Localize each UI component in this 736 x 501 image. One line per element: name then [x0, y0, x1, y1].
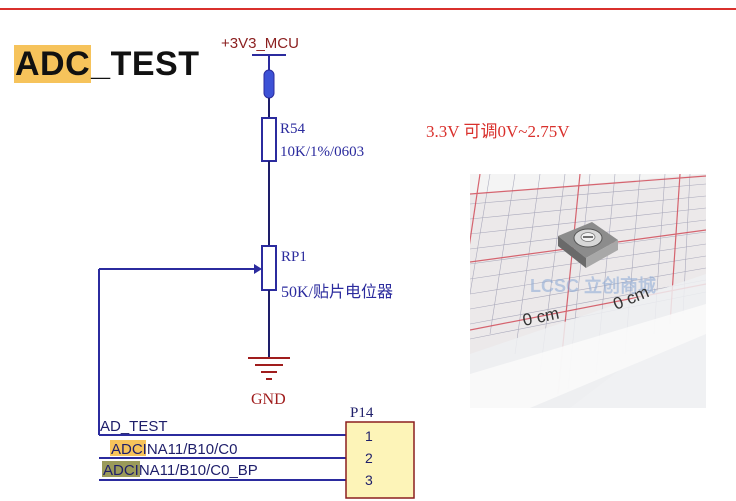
net3-highlight-text: ADC	[103, 462, 135, 479]
r54-value: 10K/1%/0603	[280, 144, 364, 160]
ferrite-bead	[263, 69, 275, 99]
gnd-label: GND	[251, 391, 286, 408]
top-rule	[0, 8, 736, 10]
net3-text: INA11/B10/C0_BP	[135, 462, 258, 479]
paper-edge	[470, 304, 706, 408]
r54-ref: R54	[280, 121, 306, 137]
r54-body	[261, 117, 277, 162]
rp1-body	[261, 245, 277, 291]
connector-ref: P14	[350, 405, 374, 421]
connector-pin-2: 2	[365, 450, 373, 466]
net2-highlight-text: ADC	[111, 441, 143, 458]
net2-highlight	[110, 440, 146, 456]
wiper-arrow	[254, 264, 262, 274]
rp1-value: 50K/贴片电位器	[281, 283, 393, 301]
page-title: ADC_TEST	[14, 44, 199, 84]
photo-illustration: LCSC 立创商城 0 cm 0 cm	[470, 174, 706, 408]
title-rest: _TEST	[91, 45, 200, 83]
rp1-ref: RP1	[281, 249, 307, 265]
connector-pin-1: 1	[365, 428, 373, 444]
connector-body	[345, 421, 415, 499]
watermark: LCSC 立创商城	[530, 275, 656, 296]
net3-label: ADCINA11/B10/C0_BP	[103, 462, 258, 479]
net-ad-test: AD_TEST	[100, 418, 168, 435]
title-highlight: ADC	[14, 45, 92, 83]
trimmer-potentiometer	[558, 222, 618, 268]
connector-pin-3: 3	[365, 472, 373, 488]
power-label: +3V3_MCU	[221, 35, 299, 52]
net2-label: ADCINA11/B10/C0	[111, 441, 237, 458]
net3-highlight	[102, 461, 140, 477]
net2-text: INA11/B10/C0	[143, 441, 238, 458]
voltage-annotation: 3.3V 可调0V~2.75V	[426, 122, 570, 141]
component-photo: LCSC 立创商城 0 cm 0 cm	[470, 174, 706, 408]
